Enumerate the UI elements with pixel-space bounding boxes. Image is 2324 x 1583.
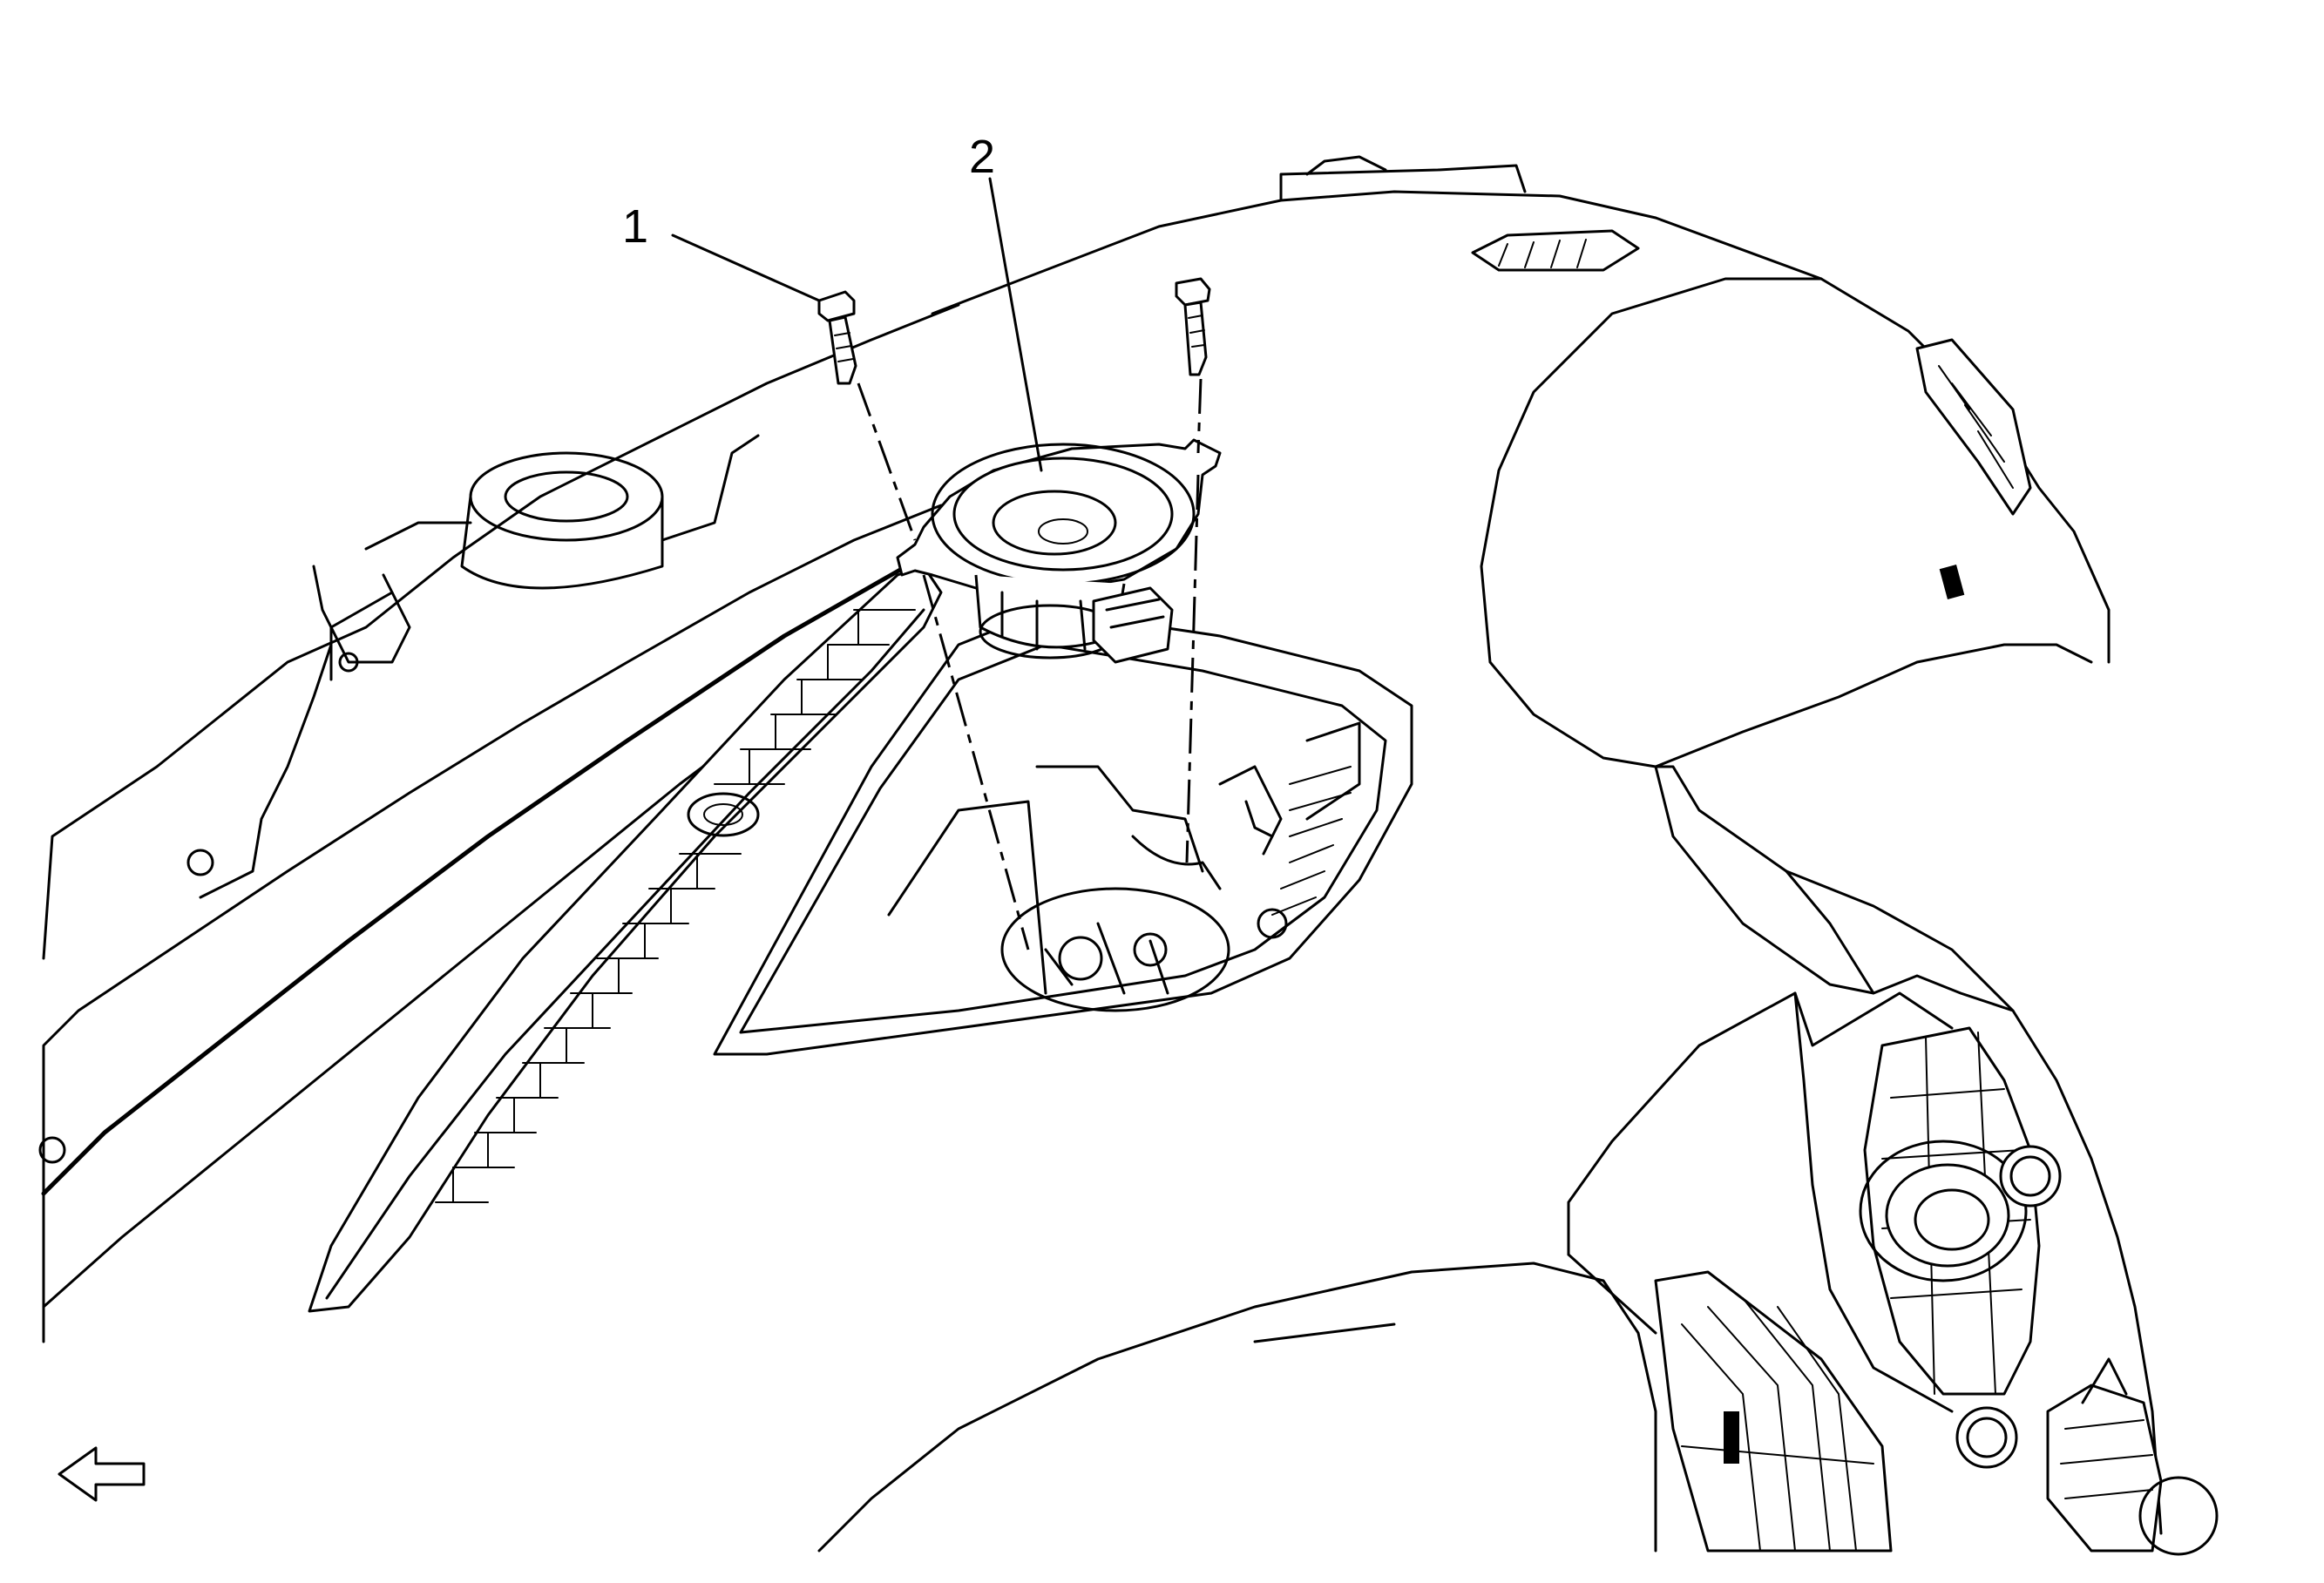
instrument-panel-right — [931, 155, 2219, 1556]
speaker-opening — [713, 608, 1413, 1056]
alignment-lines — [857, 378, 1203, 950]
lower-dash — [817, 1253, 1893, 1553]
speaker — [896, 438, 1222, 664]
screw-left — [817, 290, 857, 385]
defroster-grille — [308, 565, 943, 1313]
callout-1-label: 1 — [622, 200, 648, 253]
callout-2: 2 — [969, 131, 1043, 472]
arrow-left-icon — [58, 1446, 146, 1502]
grille-slats — [435, 609, 916, 1203]
callout-1: 1 — [622, 200, 821, 302]
callout-2-label: 2 — [969, 131, 995, 183]
instrument-panel-left — [38, 303, 979, 1343]
screw-right — [1175, 277, 1211, 376]
